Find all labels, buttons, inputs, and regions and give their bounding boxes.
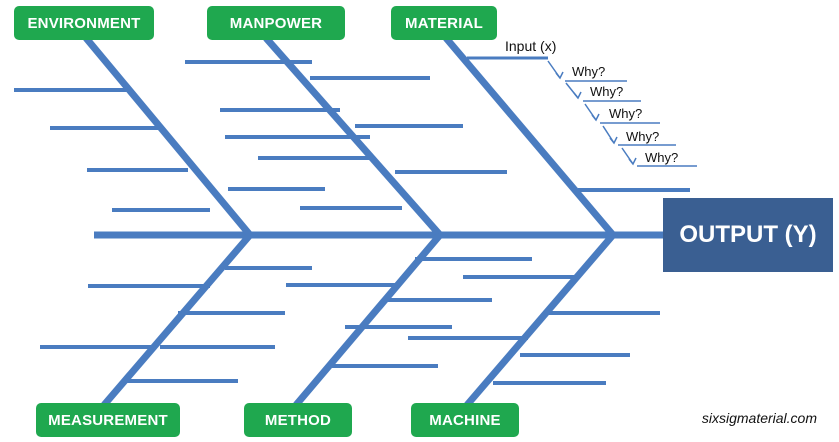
why-arrowhead bbox=[628, 157, 637, 166]
main-bone-material bbox=[443, 35, 616, 238]
category-method: METHOD bbox=[244, 403, 352, 437]
main-bone-measurement bbox=[101, 232, 253, 408]
input-label: Input (x) bbox=[505, 38, 556, 54]
category-environment: ENVIRONMENT bbox=[14, 6, 154, 40]
why-chain: Input (x) Why? Why? Why? Why? Why? bbox=[505, 38, 697, 167]
main-bone-environment bbox=[83, 35, 253, 238]
main-bone-machine bbox=[464, 232, 616, 408]
why-label: Why? bbox=[626, 129, 659, 144]
category-measurement: MEASUREMENT bbox=[36, 403, 180, 437]
why-arrowhead bbox=[609, 136, 618, 145]
category-material: MATERIAL bbox=[391, 6, 497, 40]
category-machine: MACHINE bbox=[411, 403, 519, 437]
why-label: Why? bbox=[590, 84, 623, 99]
main-bone-method bbox=[293, 232, 443, 408]
why-arrowhead bbox=[573, 91, 582, 100]
why-arrowhead bbox=[591, 113, 600, 122]
why-label: Why? bbox=[645, 150, 678, 165]
category-manpower: MANPOWER bbox=[207, 6, 345, 40]
why-label: Why? bbox=[572, 64, 605, 79]
why-label: Why? bbox=[609, 106, 642, 121]
why-arrowhead bbox=[555, 71, 564, 80]
output-box: OUTPUT (Y) bbox=[663, 198, 833, 272]
watermark: sixsigmaterial.com bbox=[701, 410, 817, 426]
fishbone-bones bbox=[14, 35, 690, 408]
